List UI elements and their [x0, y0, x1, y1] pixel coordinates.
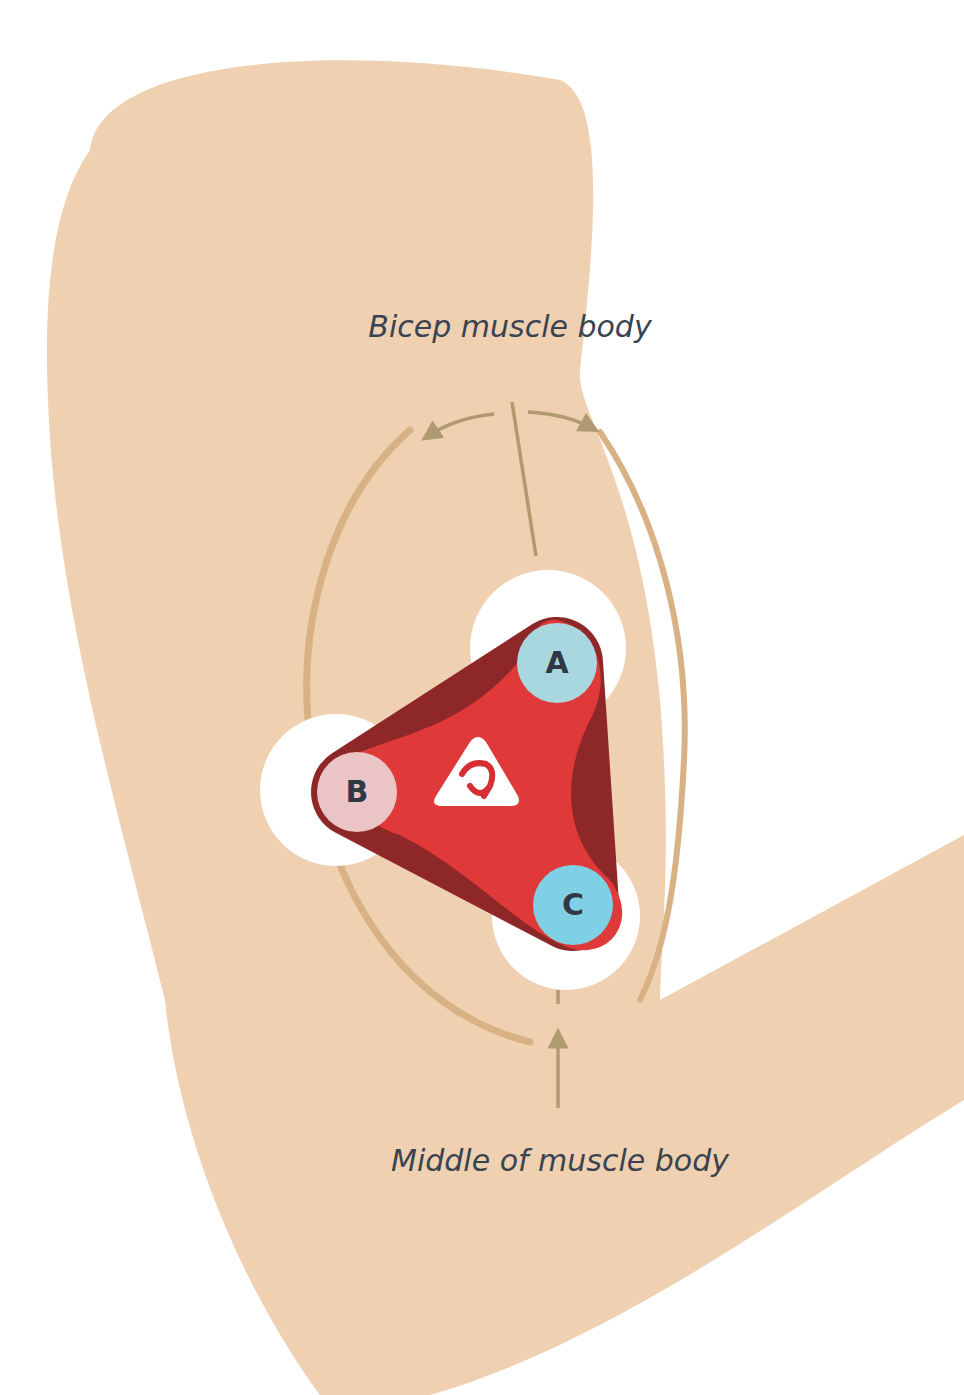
electrode-letter: C [562, 890, 584, 920]
sensor-icon-bg [434, 737, 519, 806]
electrode-letter: A [545, 648, 568, 678]
annotation-label: Middle of muscle body [387, 1143, 733, 1178]
electrode-circle: A [517, 623, 597, 703]
annotation-label: Bicep muscle body [364, 309, 655, 344]
electrode-circle: B [317, 752, 397, 832]
electrode-letter: B [346, 777, 369, 807]
middle-arrow [556, 1036, 560, 1108]
arm-outline [47, 60, 964, 1395]
electrode-circle: C [533, 865, 613, 945]
leader-line [512, 402, 536, 556]
spread-arrow-left [428, 414, 494, 436]
spread-arrow-right [528, 412, 592, 428]
sensor-icon-mark [462, 763, 492, 796]
middle-tick [556, 990, 560, 1004]
